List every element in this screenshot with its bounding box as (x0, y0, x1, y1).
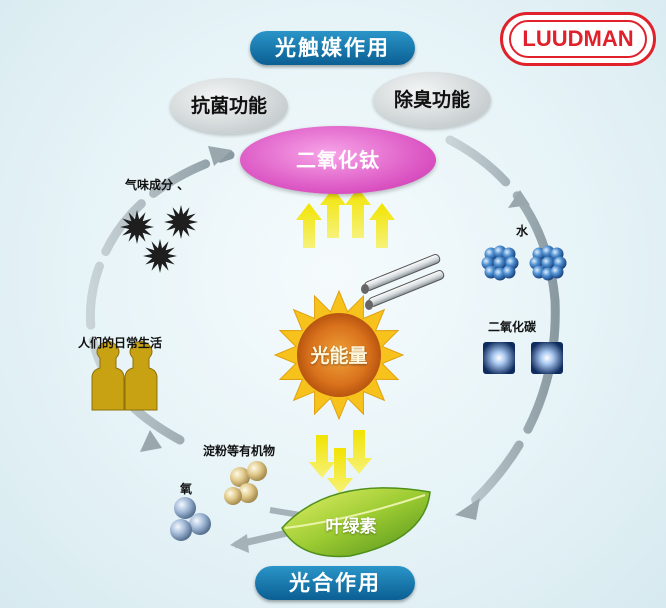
arrow-head-icon (455, 498, 480, 520)
light-energy-label: 光能量 (310, 345, 368, 367)
carbon-dioxide-icon (483, 342, 563, 374)
human-life-label: 人们的日常生活 (78, 336, 163, 350)
sun-icon (273, 289, 405, 421)
deodorize-function: 除臭功能 (373, 72, 491, 128)
odor-components-label: 气味成分 、 (125, 178, 190, 192)
water-molecules-icon (481, 245, 567, 281)
right-cycle-arrow (445, 135, 560, 510)
odor-particles-icon (120, 205, 198, 273)
arrow-head-icon (508, 190, 530, 208)
water-label: 水 (516, 224, 529, 238)
left-cycle-arrow (85, 150, 235, 445)
brand-logo-text: LUUDMAN (509, 20, 647, 58)
carbon-dioxide-label: 二氧化碳 (488, 320, 537, 334)
leaf-icon (281, 487, 431, 558)
brand-logo: LUUDMAN (500, 12, 656, 66)
chlorophyll-label: 叶绿素 (325, 517, 377, 537)
light-down-arrows (309, 430, 372, 494)
oxygen-label: 氧 (180, 482, 193, 496)
light-up-arrows (296, 188, 395, 248)
titanium-dioxide-node: 二氧化钛 (240, 126, 436, 194)
arrow-head-icon (140, 430, 162, 452)
arrow-head-icon (208, 146, 232, 166)
photocatalyst-title: 光触媒作用 (250, 31, 415, 65)
people-icon (91, 341, 158, 411)
antibacterial-function: 抗菌功能 (170, 78, 288, 134)
arrow-head-icon (230, 534, 249, 553)
starch-molecules-icon (224, 461, 267, 505)
oxygen-molecules-icon (170, 497, 211, 541)
uv-lamp-icon (361, 254, 445, 310)
photosynthesis-title: 光合作用 (255, 566, 415, 600)
starch-label: 淀粉等有机物 (203, 444, 276, 458)
leaf-to-starch-arrow (269, 507, 301, 518)
